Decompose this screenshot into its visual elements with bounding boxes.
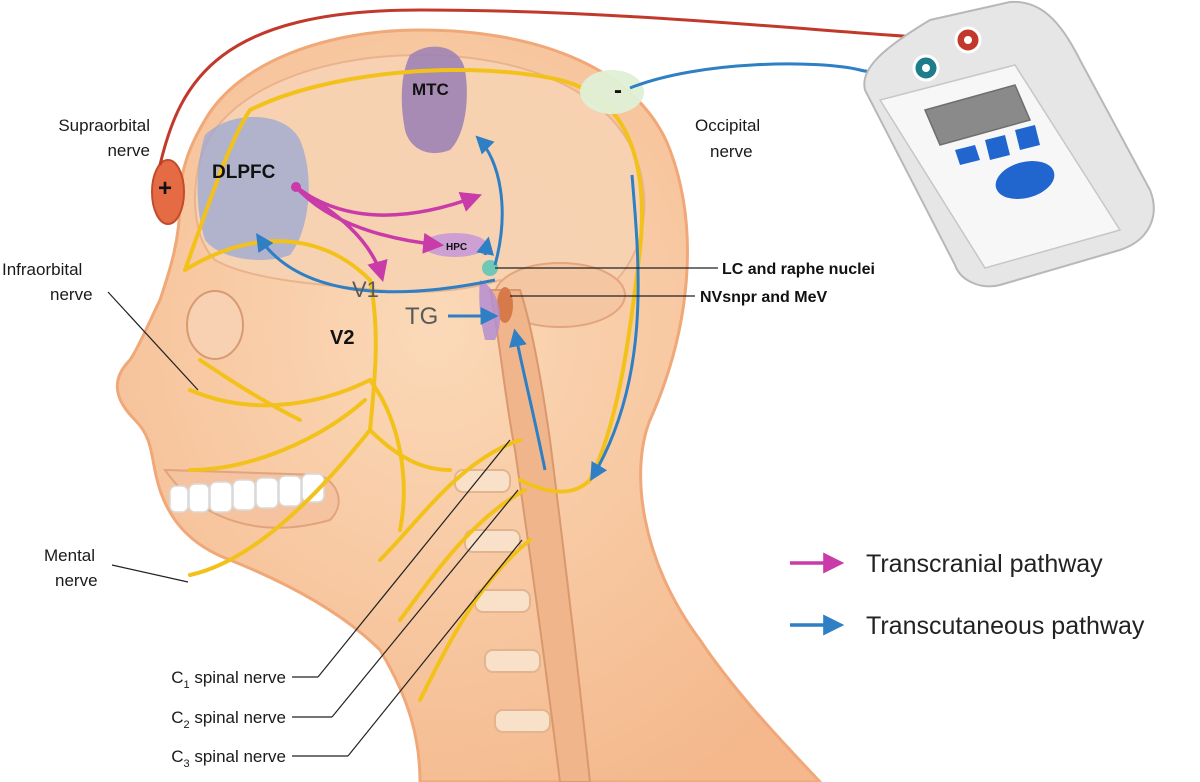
infraorbital-label: Infraorbital bbox=[2, 260, 82, 279]
anode-wire bbox=[158, 8, 961, 166]
tens-device bbox=[863, 0, 1155, 288]
transcutaneous-arrows bbox=[256, 135, 640, 482]
nvsnpr-label: NVsnpr and MeV bbox=[700, 289, 827, 306]
mtc-label: MTC bbox=[412, 80, 449, 99]
cathode-electrode bbox=[580, 70, 644, 114]
v1-label: V1 bbox=[352, 277, 379, 302]
brainstem bbox=[488, 289, 592, 782]
mental-label-2: nerve bbox=[55, 571, 98, 590]
lc-raphe-label: LC and raphe nuclei bbox=[722, 261, 875, 278]
tg-label: TG bbox=[405, 303, 438, 330]
legend-transcranial-label: Transcranial pathway bbox=[866, 550, 1103, 578]
v2-label: V2 bbox=[330, 327, 354, 349]
c1-label: C1 spinal nerve bbox=[171, 668, 286, 691]
dlpfc-label: DLPFC bbox=[212, 162, 276, 183]
transcranial-arrows bbox=[291, 182, 482, 283]
mtc-region bbox=[401, 46, 467, 154]
leader-lines bbox=[107, 267, 718, 757]
infraorbital-label-2: nerve bbox=[50, 285, 93, 304]
cathode-symbol: - bbox=[614, 77, 622, 104]
nvsnpr-region bbox=[497, 287, 513, 323]
anode-electrode bbox=[151, 159, 185, 225]
mental-label: Mental bbox=[44, 546, 95, 565]
c2-label: C2 spinal nerve bbox=[171, 708, 286, 731]
occipital-label-2: nerve bbox=[710, 142, 753, 161]
eye bbox=[186, 290, 244, 360]
supraorbital-label: Supraorbital bbox=[58, 116, 150, 135]
hpc-label: HPC bbox=[446, 242, 467, 253]
vertebrae bbox=[454, 469, 551, 733]
anode-symbol: + bbox=[158, 175, 172, 202]
legend-transcutaneous-label: Transcutaneous pathway bbox=[866, 612, 1145, 640]
c3-label: C3 spinal nerve bbox=[171, 747, 286, 770]
nerve-network bbox=[183, 68, 644, 702]
teeth bbox=[169, 473, 325, 513]
occipital-label: Occipital bbox=[695, 116, 760, 135]
legend: Transcranial pathway Transcutaneous path… bbox=[790, 550, 1145, 640]
dlpfc-region bbox=[197, 116, 309, 260]
supraorbital-label-2: nerve bbox=[107, 141, 150, 160]
